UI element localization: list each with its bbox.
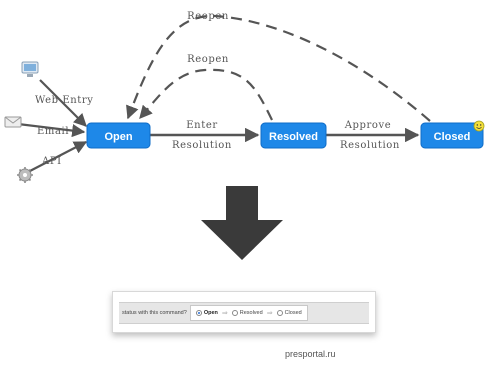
envelope-icon <box>4 116 22 128</box>
radio-resolved[interactable]: Resolved <box>231 310 263 316</box>
radio-open-label: Open <box>203 310 218 316</box>
web-entry-arrow <box>39 79 87 127</box>
status-strip: status with this command? Open ⇒ Resolve… <box>119 302 369 324</box>
status-prompt: status with this command? <box>122 310 187 316</box>
radio-resolved-dot[interactable] <box>231 310 238 316</box>
state-open: Open <box>86 122 151 149</box>
state-closed-label: Closed <box>434 131 471 143</box>
email-arrow <box>17 122 86 138</box>
reopen-inner-arrow <box>139 68 273 121</box>
status-screenshot: status with this command? Open ⇒ Resolve… <box>112 291 376 333</box>
enter-resolution-label-1: Enter <box>186 120 217 131</box>
radio-open[interactable]: Open <box>195 310 218 316</box>
state-closed: Closed <box>420 122 484 149</box>
gear-icon <box>17 167 33 183</box>
radio-closed-label: Closed <box>284 310 302 316</box>
enter-resolution-label-2: Resolution <box>172 140 232 151</box>
monitor-icon <box>21 61 39 77</box>
reopen-outer-arrow <box>126 14 431 122</box>
web-entry-label: Web Entry <box>35 95 94 106</box>
status-radio-group: Open ⇒ Resolved ⇒ Closed <box>189 305 308 321</box>
step-arrow-icon: ⇒ <box>266 310 273 317</box>
api-label: API <box>41 156 62 167</box>
email-label: Email <box>37 126 69 137</box>
radio-resolved-label: Resolved <box>239 310 263 316</box>
state-open-label: Open <box>104 131 132 143</box>
reopen-inner-label: Reopen <box>187 54 229 65</box>
approve-resolution-label-2: Resolution <box>340 140 400 151</box>
state-resolved: Resolved <box>260 122 327 149</box>
down-arrow-icon <box>201 186 283 260</box>
approve-resolution-label-1: Approve <box>344 120 392 131</box>
radio-open-dot[interactable] <box>195 310 202 316</box>
step-arrow-icon: ⇒ <box>221 310 228 317</box>
api-arrow <box>27 141 88 173</box>
radio-closed-dot[interactable] <box>276 310 283 316</box>
reopen-outer-label: Reopen <box>187 11 229 22</box>
source-caption: presportal.ru <box>285 349 336 359</box>
radio-closed[interactable]: Closed <box>276 310 302 316</box>
state-resolved-label: Resolved <box>269 131 318 143</box>
smiley-icon <box>473 120 485 132</box>
